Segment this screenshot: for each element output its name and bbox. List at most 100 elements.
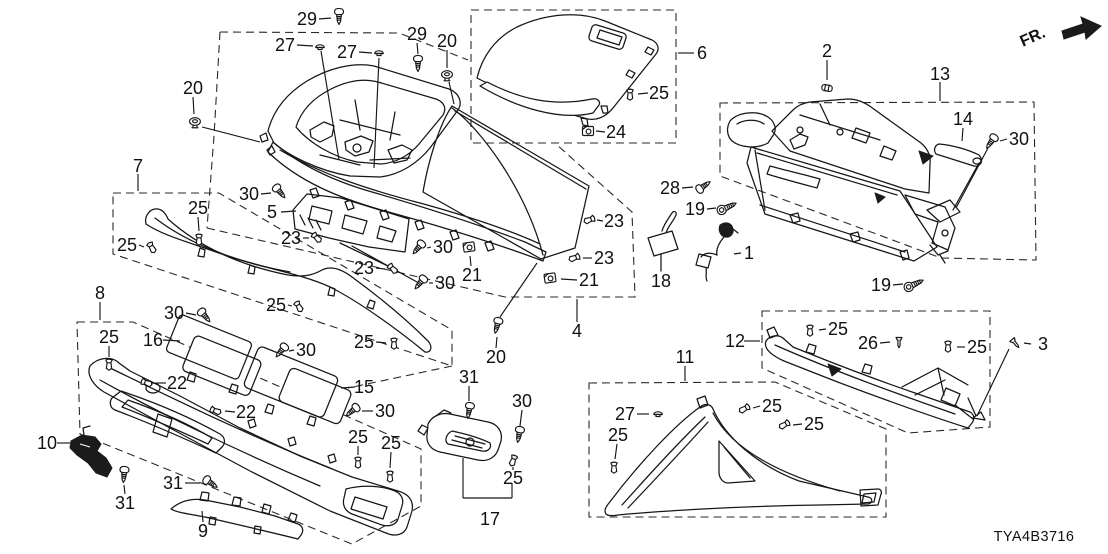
callout-leader-line (961, 127, 964, 142)
callout-leader-line (426, 246, 432, 249)
part8-lower-garnish (88, 357, 414, 536)
callout-leader-line (260, 192, 272, 195)
pin-fastener-icon (895, 336, 903, 349)
diagram-code: TYA4B3716 (994, 529, 1075, 545)
square-fastener-icon (581, 125, 595, 137)
square-fastener-icon (543, 272, 557, 284)
callout-leader-line (224, 410, 236, 413)
callout-label-24: 24 (606, 122, 626, 142)
callout-label-25: 25 (649, 83, 669, 103)
part18-label-tag (647, 210, 679, 272)
callout-leader-line (999, 138, 1008, 142)
callout-label-27: 27 (337, 42, 357, 62)
clip-fastener-icon (626, 88, 634, 101)
callout-label-31: 31 (163, 473, 183, 493)
callout-label-12: 12 (725, 331, 745, 351)
clip-fastener-icon (806, 324, 814, 337)
screw-fastener-icon (490, 315, 505, 335)
callout-label-30: 30 (435, 273, 455, 293)
callout-label-9: 9 (198, 521, 208, 541)
clip-fastener-icon (777, 418, 792, 431)
callout-leader-line (448, 81, 455, 105)
callout-leader-line (192, 96, 195, 115)
callout-label-25: 25 (503, 468, 523, 488)
callout-leader-line (596, 219, 604, 222)
clipdome-fastener-icon (315, 44, 325, 51)
pin-fastener-icon (1009, 337, 1022, 350)
callout-leader-line (595, 130, 606, 133)
callout-label-31: 31 (459, 367, 479, 387)
callout-leader-line (499, 262, 538, 318)
clip-fastener-icon (195, 233, 203, 246)
callout-label-30: 30 (512, 391, 532, 411)
callout-leader-line (280, 210, 297, 213)
callout-label-25: 25 (967, 337, 987, 357)
part6-speaker-lid (476, 14, 659, 127)
screw-fastener-icon (512, 425, 526, 444)
callout-label-2: 2 (822, 41, 832, 61)
callout-label-18: 18 (651, 271, 671, 291)
callout-label-19: 19 (871, 275, 891, 295)
callout-leader-line (519, 409, 523, 427)
clip-fastener-icon (354, 456, 362, 469)
callout-leader-line (752, 405, 761, 409)
part4-upper-frame (259, 64, 461, 178)
callout-leader-line (288, 349, 295, 352)
callout-leader-line (375, 341, 387, 344)
callout-label-27: 27 (615, 404, 635, 424)
callout-label-25: 25 (188, 198, 208, 218)
callout-label-21: 21 (579, 270, 599, 290)
callout-label-1: 1 (744, 243, 754, 263)
callout-label-20: 20 (486, 347, 506, 367)
callout-leader-line (373, 57, 380, 169)
callout-label-25: 25 (99, 327, 119, 347)
callout-label-21: 21 (462, 265, 482, 285)
clipdome-fastener-icon (653, 411, 663, 418)
callout-label-30: 30 (164, 303, 184, 323)
clipdome-fastener-icon (374, 50, 384, 57)
callout-label-19: 19 (685, 199, 705, 219)
clip-fastener-icon (208, 405, 223, 417)
clip-fastener-icon (737, 402, 752, 415)
part1-wire-harness (695, 222, 739, 282)
callout-label-22: 22 (167, 373, 187, 393)
callout-leader-line (197, 216, 200, 232)
callout-label-23: 23 (604, 211, 624, 231)
clip-fastener-icon (507, 453, 519, 468)
clip-fastener-icon (105, 358, 113, 371)
dashed-box-part11 (588, 381, 887, 518)
callout-label-14: 14 (953, 109, 973, 129)
bigscrew-fastener-icon (901, 275, 926, 294)
dashed-box-part12 (761, 310, 991, 434)
square-fastener-icon (462, 241, 476, 253)
callout-label-6: 6 (697, 43, 707, 63)
callout-leader-line (892, 283, 904, 286)
dashed-box-part8 (76, 321, 422, 545)
callout-label-25: 25 (828, 319, 848, 339)
callout-leader-line (123, 484, 126, 495)
callout-leader-line (185, 312, 197, 316)
fr-arrow-icon (1061, 16, 1102, 40)
screw-fastener-icon (693, 177, 714, 196)
callout-leader-line (201, 510, 204, 523)
callout-leader-line (706, 207, 717, 210)
callout-leader-line (320, 50, 340, 161)
screw-fastener-icon (118, 465, 130, 484)
callout-label-8: 8 (95, 283, 105, 303)
clip-fastener-icon (292, 299, 305, 314)
callout-label-30: 30 (1009, 129, 1029, 149)
callout-leader-line (879, 341, 891, 344)
clip-fastener-icon (944, 340, 952, 353)
callout-leader-line (358, 51, 373, 54)
callout-label-25: 25 (117, 235, 137, 255)
callout-leader-line (162, 339, 181, 342)
clip-fastener-icon (390, 337, 398, 350)
callout-label-4: 4 (572, 321, 582, 341)
callout-leader-line (818, 328, 827, 331)
part5-center-bracket (292, 193, 418, 283)
callout-leader-line (138, 244, 145, 248)
part14-stay-rod (933, 143, 983, 211)
callout-label-20: 20 (437, 31, 457, 51)
callout-label-11: 11 (676, 347, 695, 367)
